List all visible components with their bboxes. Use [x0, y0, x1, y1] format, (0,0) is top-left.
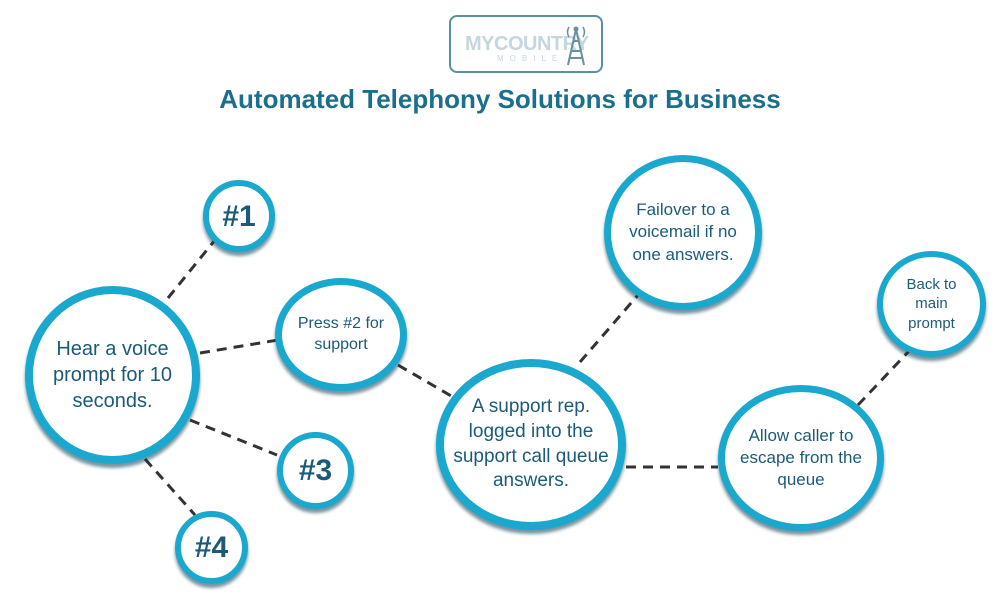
option-1-label: #1: [222, 199, 256, 233]
connector-hear-to-3: [189, 418, 278, 457]
press-2-support-node: Press #2 for support: [275, 278, 407, 391]
allow-escape-node: Allow caller to escape from the queue: [718, 385, 884, 531]
connector-press2-to-rep: [397, 363, 454, 399]
back-to-main-prompt-label: Back to main prompt: [906, 275, 957, 332]
voice-prompt-node: Hear a voice prompt for 10 seconds.: [25, 286, 200, 464]
support-rep-label: A support rep. logged into the support c…: [453, 396, 609, 492]
option-4-node: #4: [175, 511, 248, 584]
connector-hear-to-1: [166, 239, 217, 299]
allow-escape-label: Allow caller to escape from the queue: [740, 425, 862, 490]
radio-tower-icon: [566, 26, 586, 66]
logo-subtext: MOBILE: [497, 54, 564, 63]
voice-prompt-label: Hear a voice prompt for 10 seconds.: [53, 338, 172, 412]
option-1-node: #1: [203, 180, 275, 252]
connector-allow-to-back: [856, 348, 912, 407]
failover-voicemail-node: Failover to a voicemail if no one answer…: [604, 155, 762, 310]
option-3-node: #3: [277, 432, 354, 509]
failover-voicemail-label: Failover to a voicemail if no one answer…: [629, 200, 737, 264]
back-to-main-prompt-node: Back to main prompt: [877, 251, 986, 357]
support-rep-node: A support rep. logged into the support c…: [436, 359, 626, 530]
company-logo: MYCOUNTRY MOBILE: [449, 15, 603, 73]
page-title: Automated Telephony Solutions for Busine…: [219, 84, 781, 114]
connector-rep-to-failover: [578, 294, 640, 363]
option-4-label: #4: [194, 531, 229, 564]
option-3-label: #3: [298, 454, 333, 487]
connector-hear-to-4: [143, 458, 197, 516]
logo-wordmark: MYCOUNTRY: [465, 33, 589, 55]
press-2-support-label: Press #2 for support: [297, 314, 385, 353]
connector-hear-to-press2: [199, 338, 279, 355]
